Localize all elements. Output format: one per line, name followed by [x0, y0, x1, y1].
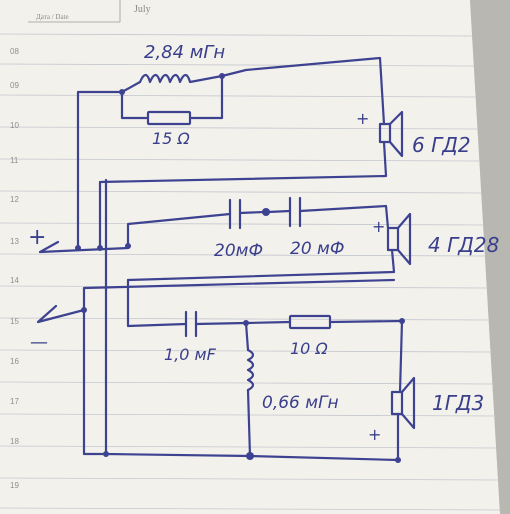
speaker-low-plus: +: [368, 425, 381, 444]
ruled-lines: [0, 33, 501, 511]
line-number: 08: [10, 47, 19, 56]
line-number: 16: [10, 357, 19, 366]
line-number: 13: [10, 237, 19, 246]
inductor-top-symbol: [138, 73, 224, 84]
input-plus-label: +: [28, 225, 46, 250]
top-branch: 2,84 мГн 15 Ω 6 ГД2 +: [76, 42, 471, 250]
speaker-mid-label: 4 ГД28: [428, 233, 499, 257]
line-number: 12: [10, 195, 19, 204]
low-branch: 1,0 мF 10 Ω 0,66 мГн 1ГД3 +: [103, 178, 484, 463]
resistor-top-label: 15 Ω: [152, 129, 190, 148]
input-terminals: + —: [28, 225, 396, 456]
line-number: 10: [10, 121, 19, 130]
paper-edge: [470, 0, 510, 514]
line-number: 14: [10, 276, 19, 285]
date-header: Дата / Date July: [28, 0, 151, 23]
date-label: Дата / Date: [36, 13, 69, 21]
capacitor-mid-a-label: 20мФ: [214, 241, 263, 261]
resistor-low-label: 10 Ω: [290, 339, 328, 358]
speaker-top-label: 6 ГД2: [412, 133, 471, 157]
line-number: 18: [10, 437, 19, 446]
inductor-top-label: 2,84 мГн: [144, 42, 225, 63]
line-number: 19: [10, 481, 19, 490]
speaker-mid-plus: +: [372, 217, 385, 236]
line-numbers: 08 09 10 11 12 13 14 15 16 17 18 19: [10, 47, 19, 490]
month-label: July: [134, 4, 151, 15]
line-number: 11: [10, 156, 19, 165]
line-number: 15: [10, 317, 19, 326]
inductor-low-label: 0,66 мГн: [262, 393, 339, 413]
speaker-low-label: 1ГД3: [432, 391, 484, 415]
line-number: 17: [10, 397, 19, 406]
capacitor-low-label: 1,0 мF: [164, 345, 217, 364]
line-number: 09: [10, 81, 19, 90]
input-minus-label: —: [30, 332, 48, 353]
capacitor-mid-b-label: 20 мФ: [290, 239, 345, 259]
inductor-low-symbol: [246, 348, 255, 392]
mid-branch: 20мФ 20 мФ 4 ГД28 +: [126, 196, 499, 282]
speaker-top-plus: +: [356, 109, 369, 128]
